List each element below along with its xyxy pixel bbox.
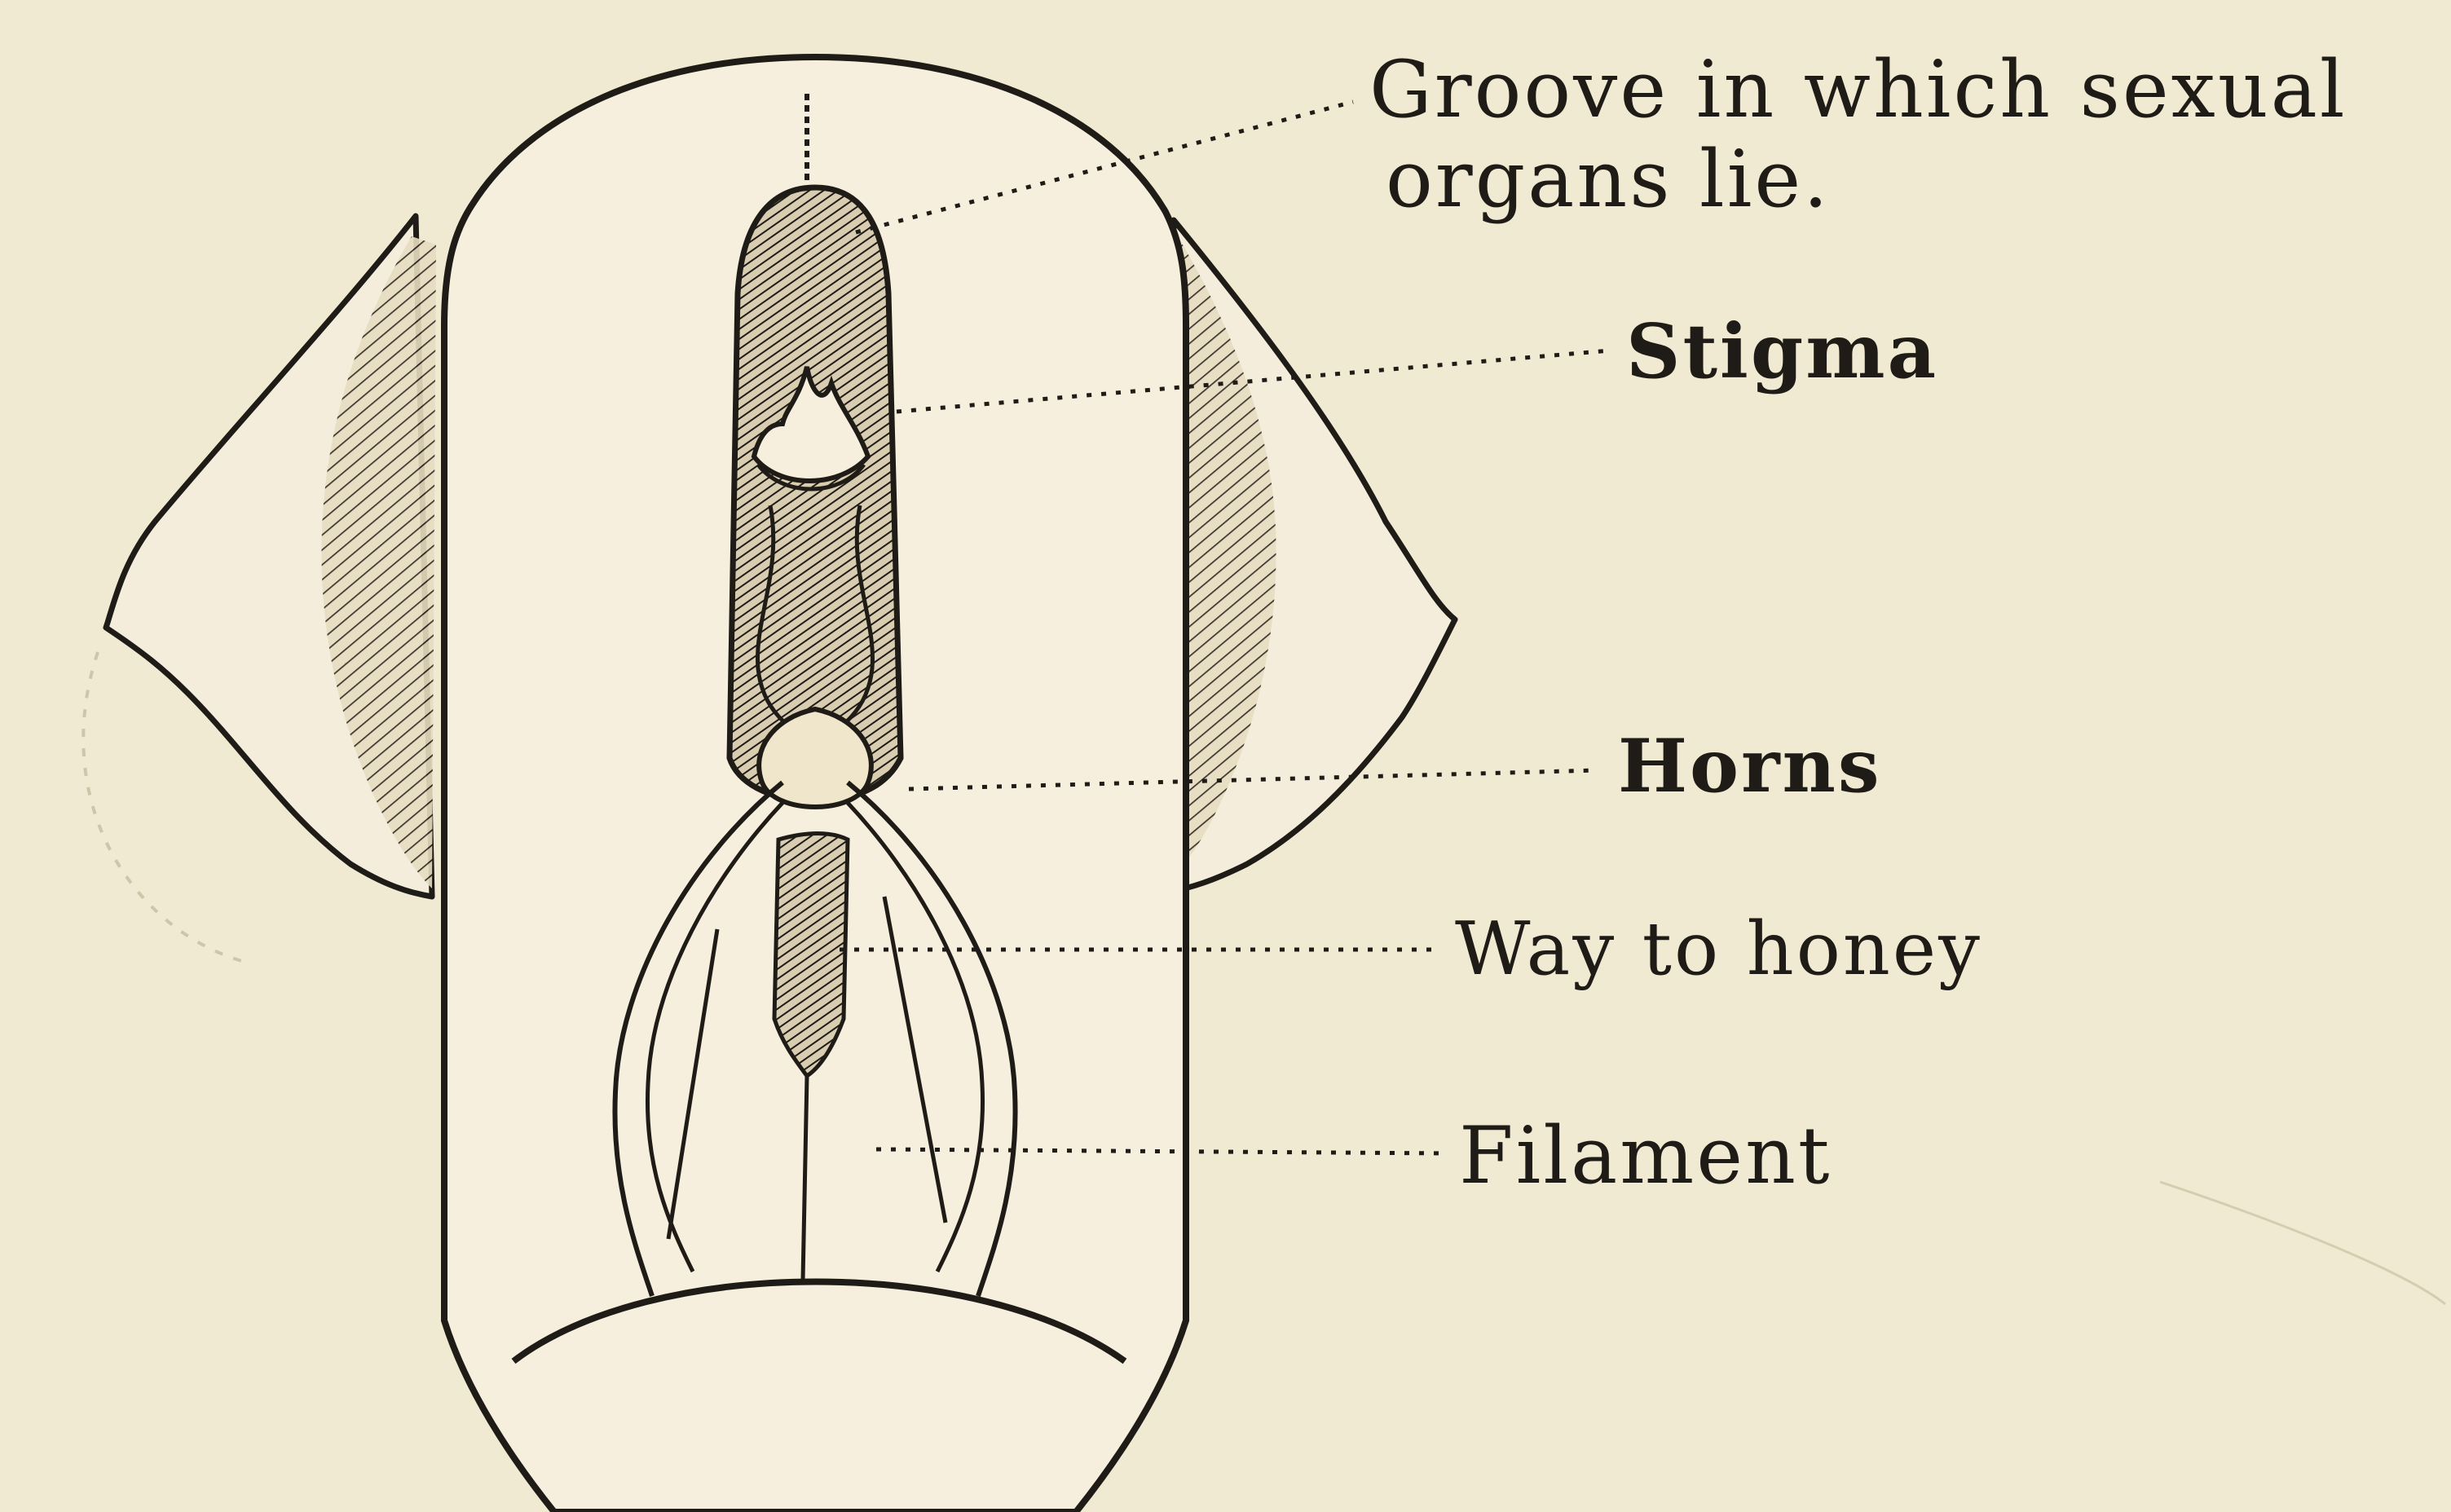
label-horns: Horns [1618,730,1882,803]
label-way-to-honey: Way to honey [1455,913,1982,986]
faint-outline-right [2160,1182,2445,1304]
label-filament: Filament [1459,1117,1832,1195]
label-stigma: Stigma [1626,314,1938,389]
label-groove: Groove in which sexual [1369,51,2347,129]
honey-channel [774,834,848,1077]
label-groove-continued: organs lie. [1386,140,1831,218]
